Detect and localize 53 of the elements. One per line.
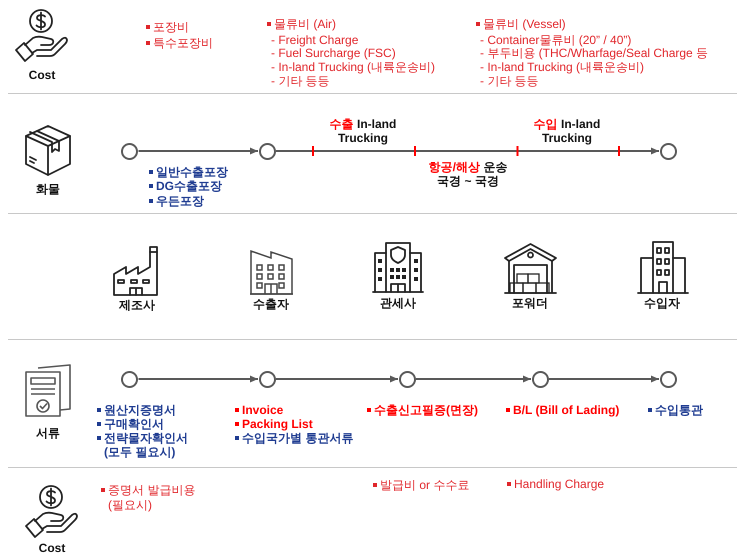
timeline-circle	[258, 142, 276, 160]
document-item: Packing List	[234, 417, 313, 431]
cost-caption: Cost	[38, 541, 66, 555]
cost-detail: - Freight Charge	[271, 33, 358, 47]
arrow	[416, 376, 531, 382]
document-item: 수출신고필증(면장)	[366, 403, 478, 417]
arrow	[549, 376, 659, 382]
cost-detail: - 기타 등등	[271, 74, 330, 88]
timeline-circle	[121, 370, 138, 388]
cost-detail: - In-land Trucking (내륙운송비)	[480, 60, 644, 74]
cost-detail: - 부두비용 (THC/Wharfage/Seal Charge 등	[480, 46, 708, 60]
cost-detail: - Fuel Surcharge (FSC)	[271, 46, 396, 60]
cost-item: 물류비 (Air)	[266, 17, 336, 31]
company-caption: 포워더	[511, 296, 549, 310]
transport-label: 항공/해상 운송 국경 ~ 국경	[428, 160, 508, 188]
document-item: 수입국가별 통관서류	[234, 431, 354, 445]
document-item: B/L (Bill of Lading)	[505, 403, 620, 417]
document-item: 전략물자확인서 (모두 필요시)	[96, 431, 208, 459]
packaging-item: 일반수출포장	[148, 165, 228, 179]
cost-item: 물류비 (Vessel)	[475, 17, 566, 31]
company-caption: 관세사	[379, 296, 417, 310]
category-caption: 서류	[35, 426, 61, 440]
timeline-circle	[660, 370, 676, 388]
cost-detail: - 기타 등등	[480, 74, 539, 88]
fee-item: 증명서 발급비용 (필요시)	[100, 483, 218, 513]
document-item: 수입통관	[647, 403, 703, 417]
fee-item: Handling Charge	[506, 477, 604, 491]
cost-item: 특수포장비	[145, 36, 213, 50]
company-caption: 제조사	[118, 298, 156, 312]
category-caption: 화물	[35, 182, 61, 196]
document-item: 원산지증명서	[96, 403, 176, 417]
arrow	[276, 148, 659, 154]
fee-item: 발급비 or 수수료	[372, 478, 470, 492]
cost-caption: Cost	[28, 68, 56, 82]
packaging-item: 우든포장	[148, 194, 204, 208]
segment-label: 수출 In-land Trucking	[328, 117, 398, 145]
timeline-circle	[660, 142, 676, 160]
arrow	[138, 376, 258, 382]
document-item: 구매확인서	[96, 417, 164, 431]
cost-item: 포장비	[145, 20, 189, 34]
arrow	[276, 376, 398, 382]
timeline-circle	[532, 370, 548, 388]
company-caption: 수입자	[643, 296, 681, 310]
timeline-circle	[121, 142, 138, 160]
cost-detail: - Container물류비 (20” / 40”)	[480, 33, 632, 47]
arrow	[138, 148, 258, 154]
cost-detail: - In-land Trucking (내륙운송비)	[271, 60, 436, 74]
packaging-item: DG수출포장	[148, 179, 222, 193]
company-caption: 수출자	[252, 297, 290, 311]
timeline-circle	[258, 370, 276, 388]
timeline-circle	[398, 370, 416, 388]
document-item: Invoice	[234, 403, 284, 417]
segment-label: 수입 In-land Trucking	[532, 117, 602, 145]
